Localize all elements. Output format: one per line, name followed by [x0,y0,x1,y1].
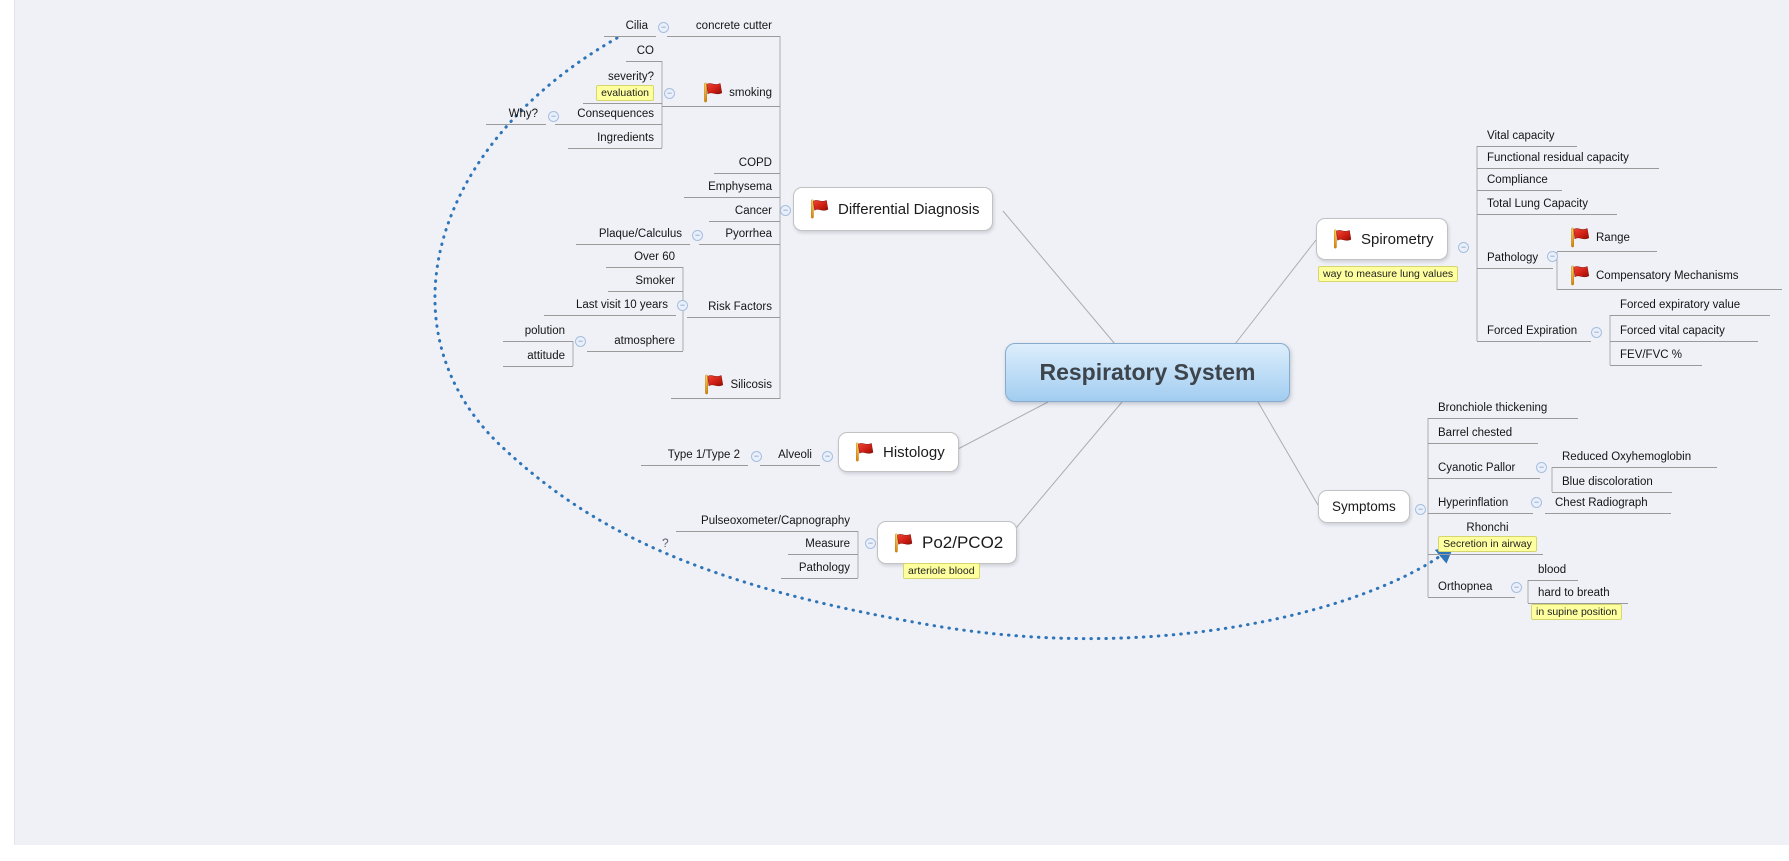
topic-hyperinflation[interactable]: Hyperinflation [1428,494,1533,514]
label-secretion: Secretion in airway [1438,536,1537,552]
topic-fvc[interactable]: Forced vital capacity [1610,322,1758,342]
collapse-icon-cyanotic[interactable]: − [1536,462,1547,473]
collapse-icon-orthopnea[interactable]: − [1511,582,1522,593]
topic-cilia[interactable]: Cilia [604,17,656,37]
topic-copd[interactable]: COPD [714,154,780,174]
topic-label: Po2/PCO2 [922,532,1004,552]
topic-silicosis[interactable]: Silicosis [671,369,780,399]
topic-co[interactable]: CO [626,42,662,62]
topic-atmosphere[interactable]: atmosphere [587,332,683,352]
flag-icon [1571,227,1590,248]
topic-range-label: Range [1596,232,1630,244]
label-arteriole-blood: arteriole blood [903,563,980,579]
collapse-icon-pathology[interactable]: − [1547,251,1558,262]
topic-spirometry[interactable]: Spirometry [1316,218,1448,260]
topic-attitude[interactable]: attitude [503,347,573,367]
topic-why[interactable]: Why? [486,105,546,125]
relationship-label: ? [662,536,669,550]
topic-label: Histology [883,443,945,461]
flag-icon [1571,265,1590,286]
flag-icon [811,199,829,219]
collapse-icon-pyorrhea[interactable]: − [692,230,703,241]
topic-orthopnea[interactable]: Orthopnea [1428,578,1515,598]
topic-severity[interactable]: severity? evaluation [583,68,662,104]
collapse-icon-histology[interactable]: − [822,451,833,462]
flag-icon [1334,229,1352,249]
topic-fev-fvc[interactable]: FEV/FVC % [1610,346,1702,366]
topic-silicosis-label: Silicosis [730,379,772,391]
flag-icon [895,533,913,552]
topic-consequences[interactable]: Consequences [555,105,662,125]
collapse-icon-atmosphere[interactable]: − [575,336,586,347]
topic-last-visit[interactable]: Last visit 10 years [544,296,676,316]
collapse-icon-smoking[interactable]: − [664,88,675,99]
topic-rhonchi-label: Rhonchi [1466,522,1509,534]
topic-cancer[interactable]: Cancer [709,202,780,222]
topic-cyanotic-pallor[interactable]: Cyanotic Pallor [1428,459,1540,479]
topic-fev[interactable]: Forced expiratory value [1610,296,1770,316]
topic-hard-to-breath[interactable]: hard to breath [1528,584,1628,604]
topic-bronchiole[interactable]: Bronchiole thickening [1428,399,1578,419]
topic-pulseoxometer[interactable]: Pulseoxometer/Capnography [676,512,858,532]
topic-forced-expiration[interactable]: Forced Expiration [1477,322,1591,342]
topic-smoker[interactable]: Smoker [608,272,683,292]
topic-ingredients[interactable]: Ingredients [568,129,662,149]
label-way-to-measure: way to measure lung values [1318,266,1459,282]
topic-pathology[interactable]: Pathology [1477,249,1553,269]
flag-icon [704,82,723,103]
collapse-icon-alveoli[interactable]: − [751,451,762,462]
topic-rhonchi[interactable]: Rhonchi Secretion in airway [1428,519,1543,555]
flag-icon [856,442,874,462]
topic-compliance[interactable]: Compliance [1477,171,1562,191]
collapse-icon-differential[interactable]: − [780,205,791,216]
collapse-icon-forced-expiration[interactable]: − [1591,327,1602,338]
label-evaluation: evaluation [596,85,654,101]
topic-severity-label: severity? [607,71,654,83]
topic-reduced-oxyhemoglobin[interactable]: Reduced Oxyhemoglobin [1552,448,1717,468]
collapse-icon-po2[interactable]: − [865,538,876,549]
topic-type1-type2[interactable]: Type 1/Type 2 [641,446,748,466]
topic-po2-pathology[interactable]: Pathology [781,559,858,579]
topic-blue-discoloration[interactable]: Blue discoloration [1552,473,1672,493]
topic-symptoms[interactable]: Symptoms [1318,490,1410,523]
topic-chest-radiograph[interactable]: Chest Radiograph [1545,494,1671,514]
topic-emphysema[interactable]: Emphysema [684,178,780,198]
topic-plaque-calculus[interactable]: Plaque/Calculus [576,225,690,245]
topic-compensatory[interactable]: Compensatory Mechanisms [1557,260,1782,290]
collapse-icon-concrete-cutter[interactable]: − [658,22,669,33]
topic-measure[interactable]: Measure [788,535,858,555]
topic-pyorrhea[interactable]: Pyorrhea [699,225,780,245]
collapse-icon-hyperinflation[interactable]: − [1531,497,1542,508]
topic-risk-factors[interactable]: Risk Factors [687,298,780,318]
central-topic-label: Respiratory System [1039,359,1256,385]
topic-label: Spirometry [1361,230,1434,248]
collapse-icon-spirometry[interactable]: − [1458,242,1469,253]
topic-label: Symptoms [1332,499,1396,514]
central-topic[interactable]: Respiratory System [1005,343,1290,402]
topic-smoking-label: smoking [729,87,772,99]
flag-icon [705,374,724,395]
label-in-supine: in supine position [1531,604,1623,620]
topic-compensatory-label: Compensatory Mechanisms [1596,270,1739,282]
topic-alveoli[interactable]: Alveoli [760,446,820,466]
topic-range[interactable]: Range [1557,222,1657,252]
topic-smoking[interactable]: smoking [662,77,780,107]
topic-po2-pco2[interactable]: Po2/PCO2 [877,521,1018,564]
topic-histology[interactable]: Histology [838,432,959,472]
topic-frc[interactable]: Functional residual capacity [1477,149,1659,169]
topic-differential-diagnosis[interactable]: Differential Diagnosis [793,187,994,231]
topic-vital-capacity[interactable]: Vital capacity [1477,127,1577,147]
topic-label: Differential Diagnosis [838,200,980,218]
topic-over-60[interactable]: Over 60 [606,248,683,268]
collapse-icon-risk-factors[interactable]: − [677,300,688,311]
topic-barrel-chested[interactable]: Barrel chested [1428,424,1538,444]
topic-concrete-cutter[interactable]: concrete cutter [667,17,780,37]
collapse-icon-symptoms[interactable]: − [1415,504,1426,515]
topic-blood[interactable]: blood [1528,561,1578,581]
topic-polution[interactable]: polution [503,322,573,342]
topic-tlc[interactable]: Total Lung Capacity [1477,195,1617,215]
collapse-icon-consequences[interactable]: − [548,111,559,122]
